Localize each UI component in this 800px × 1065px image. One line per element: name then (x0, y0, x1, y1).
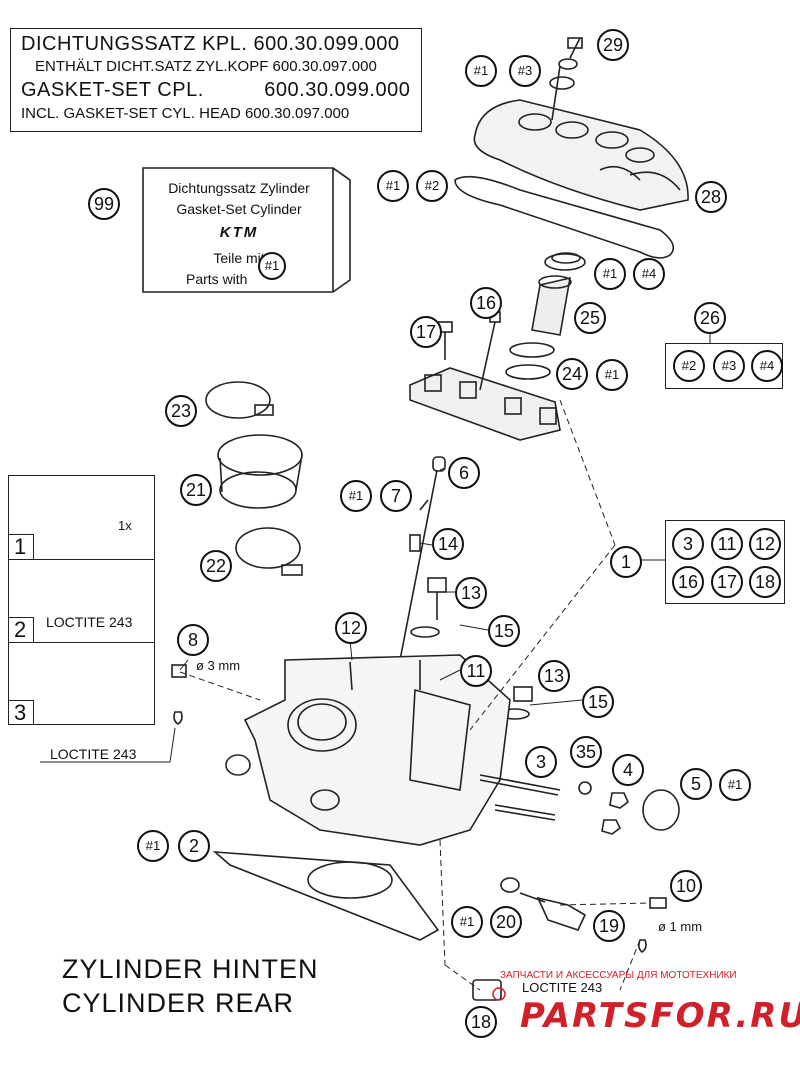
callout-15-a: 15 (488, 615, 520, 647)
footer-title-en: CYLINDER REAR (62, 988, 295, 1018)
ref-24: #1 (596, 359, 628, 391)
kit-1-item-18: 18 (749, 566, 781, 598)
ref-25-a: #1 (594, 258, 626, 290)
kit-26-item-1: #2 (673, 350, 705, 382)
callout-17: 17 (410, 316, 442, 348)
step-2-loctite: LOCTITE 243 (46, 614, 133, 630)
step-1-count: 1x (118, 518, 132, 533)
ref-28-a: #1 (377, 170, 409, 202)
ref-20: #1 (451, 906, 483, 938)
step-2-number: 2 (14, 617, 27, 642)
header-line-2: ENTHÄLT DICHT.SATZ ZYL.KOPF 600.30.097.0… (35, 58, 377, 75)
callout-13-a: 13 (455, 577, 487, 609)
kit-1-item-17: 17 (711, 566, 743, 598)
watermark-logo: PARTSFOR.RU (520, 996, 800, 1036)
callout-1: 1 (610, 546, 642, 578)
ref-25-b: #4 (633, 258, 665, 290)
kit-26-item-2: #3 (713, 350, 745, 382)
callout-29: 29 (597, 29, 629, 61)
diameter-3mm-label: ø 3 mm (196, 658, 241, 673)
callout-23: 23 (165, 395, 197, 427)
gasket-box-parts-en: Parts with (186, 271, 248, 287)
callout-8: 8 (177, 624, 209, 656)
callout-12: 12 (335, 612, 367, 644)
ref-28-b: #2 (416, 170, 448, 202)
header-line-3: GASKET-SET CPL. 600.30.099.000 (21, 79, 411, 101)
ktm-logo: KTM (219, 224, 259, 241)
callout-4: 4 (612, 754, 644, 786)
gasket-box-title-en: Gasket-Set Cylinder (176, 201, 302, 217)
callout-7: 7 (380, 480, 412, 512)
callout-19: 19 (593, 910, 625, 942)
watermark-tagline: ЗАПЧАСТИ И АКСЕССУАРЫ ДЛЯ МОТОТЕХНИКИ (500, 970, 737, 981)
callout-3: 3 (525, 746, 557, 778)
step-1-number: 1 (14, 534, 27, 559)
callout-18: 18 (465, 1006, 497, 1038)
footer-title-de: ZYLINDER HINTEN (62, 954, 319, 984)
callout-25: 25 (574, 302, 606, 334)
callout-5: 5 (680, 768, 712, 800)
callout-26: 26 (694, 302, 726, 334)
callout-22: 22 (200, 550, 232, 582)
ref-29-a: #1 (465, 55, 497, 87)
callout-14: 14 (432, 528, 464, 560)
loctite-left-label: LOCTITE 243 (50, 746, 137, 762)
header-line-4: INCL. GASKET-SET CYL. HEAD 600.30.097.00… (21, 105, 350, 122)
ref-7: #1 (340, 480, 372, 512)
kit-1-item-12: 12 (749, 528, 781, 560)
ref-29-b: #3 (509, 55, 541, 87)
step-3-number: 3 (14, 700, 27, 725)
callout-28: 28 (695, 181, 727, 213)
callout-21: 21 (180, 474, 212, 506)
header-line-1: DICHTUNGSSATZ KPL. 600.30.099.000 (21, 33, 400, 55)
callout-15-b: 15 (582, 686, 614, 718)
callout-13-b: 13 (538, 660, 570, 692)
callout-99: 99 (88, 188, 120, 220)
ref-2: #1 (137, 830, 169, 862)
callout-24: 24 (556, 358, 588, 390)
kit-1-item-3: 3 (672, 528, 704, 560)
kit-1-item-11: 11 (711, 528, 743, 560)
header-box: DICHTUNGSSATZ KPL. 600.30.099.000 ENTHÄL… (10, 28, 422, 132)
callout-2: 2 (178, 830, 210, 862)
kit-26-item-3: #4 (751, 350, 783, 382)
callout-35: 35 (570, 736, 602, 768)
callout-10: 10 (670, 870, 702, 902)
gasket-box-parts-de: Teile mit (213, 250, 265, 266)
ref-5: #1 (719, 769, 751, 801)
gasket-box-title-de: Dichtungssatz Zylinder (168, 180, 310, 196)
callout-20: 20 (490, 906, 522, 938)
loctite-bottom-label: LOCTITE 243 (522, 980, 603, 995)
kit-1-item-16: 16 (672, 566, 704, 598)
steps-panel (8, 475, 155, 725)
diameter-1mm-label: ø 1 mm (658, 919, 703, 934)
callout-16: 16 (470, 287, 502, 319)
gasket-box-marker: #1 (258, 252, 286, 280)
callout-11: 11 (460, 655, 492, 687)
callout-6: 6 (448, 457, 480, 489)
